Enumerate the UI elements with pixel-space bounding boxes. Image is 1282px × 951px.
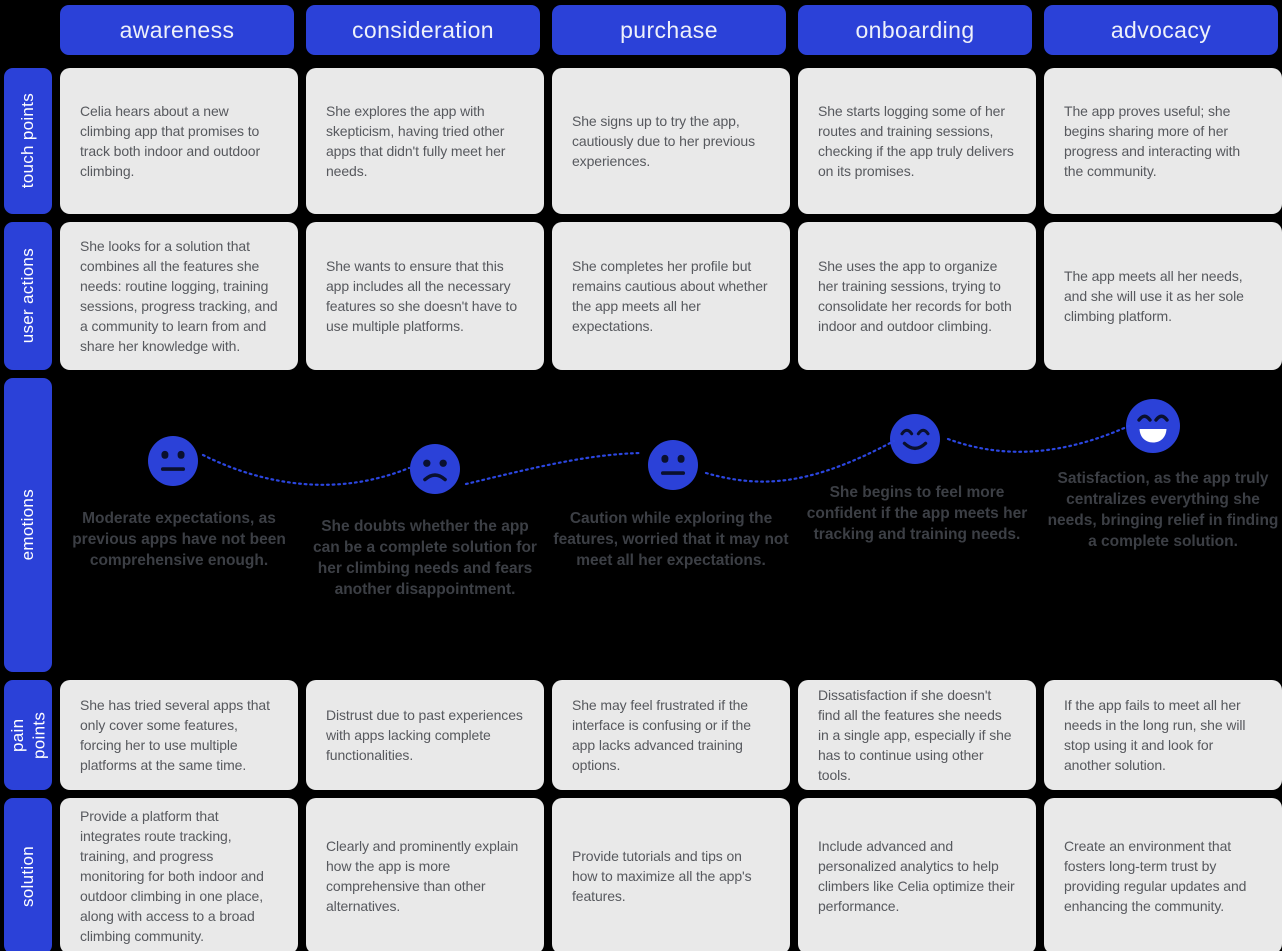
solution-card-purchase: Provide tutorials and tips on how to max… [552, 798, 790, 951]
emotion-caption: Satisfaction, as the app truly centraliz… [1047, 470, 1279, 550]
stage-label: onboarding [855, 16, 975, 43]
emotion-cell-purchase: Caution while exploring the features, wo… [552, 378, 790, 672]
emotion-cell-consideration: She doubts whether the app can be a comp… [306, 378, 544, 672]
touch-points-card-advocacy: The app proves useful; she begins sharin… [1044, 68, 1282, 214]
solution-card-consideration: Clearly and prominently explain how the … [306, 798, 544, 951]
emotion-cell-advocacy: Satisfaction, as the app truly centraliz… [1044, 378, 1282, 672]
emotion-cell-onboarding: She begins to feel more confident if the… [798, 378, 1036, 672]
touch-points-card-onboarding: She starts logging some of her routes an… [798, 68, 1036, 214]
emotion-cell-awareness: Moderate expectations, as previous apps … [60, 378, 298, 672]
user-actions-card-consideration: She wants to ensure that this app includ… [306, 222, 544, 370]
solution-card-advocacy: Create an environment that fosters long-… [1044, 798, 1282, 951]
stage-label: consideration [351, 16, 494, 43]
stage-label: awareness [119, 16, 235, 43]
stage-pill-advocacy: advocacy [1044, 5, 1278, 55]
row-label-emotions: emotions [4, 378, 52, 672]
row-label-touch-points: touch points [4, 68, 52, 214]
pain-points-card-onboarding: Dissatisfaction if she doesn't find all … [798, 680, 1036, 790]
stage-pill-purchase: purchase [552, 5, 786, 55]
pain-points-card-advocacy: If the app fails to meet all her needs i… [1044, 680, 1282, 790]
pain-points-card-awareness: She has tried several apps that only cov… [60, 680, 298, 790]
row-label-user-actions: user actions [4, 222, 52, 370]
emotion-caption: Moderate expectations, as previous apps … [72, 510, 286, 569]
smiling-face-icon [890, 414, 940, 464]
pain-points-card-purchase: She may feel frustrated if the interface… [552, 680, 790, 790]
sad-face-icon [410, 444, 460, 494]
touch-points-card-consideration: She explores the app with skepticism, ha… [306, 68, 544, 214]
touch-points-card-awareness: Celia hears about a new climbing app tha… [60, 68, 298, 214]
emotion-caption: Caution while exploring the features, wo… [553, 510, 789, 569]
stage-pill-awareness: awareness [60, 5, 294, 55]
user-actions-card-purchase: She completes her profile but remains ca… [552, 222, 790, 370]
user-actions-card-advocacy: The app meets all her needs, and she wil… [1044, 222, 1282, 370]
pain-points-card-consideration: Distrust due to past experiences with ap… [306, 680, 544, 790]
stage-pill-consideration: consideration [306, 5, 540, 55]
neutral-face-icon [148, 436, 198, 486]
grinning-face-icon [1126, 399, 1180, 453]
user-actions-card-awareness: She looks for a solution that combines a… [60, 222, 298, 370]
row-label-pain-points: pain points [4, 680, 52, 790]
emotion-caption: She doubts whether the app can be a comp… [313, 518, 537, 598]
row-label-solution: solution [4, 798, 52, 951]
solution-card-onboarding: Include advanced and personalized analyt… [798, 798, 1036, 951]
stage-pill-onboarding: onboarding [798, 5, 1032, 55]
touch-points-card-purchase: She signs up to try the app, cautiously … [552, 68, 790, 214]
stage-label: advocacy [1110, 16, 1212, 43]
header-spacer [4, 5, 52, 60]
stage-label: purchase [620, 16, 718, 43]
solution-card-awareness: Provide a platform that integrates route… [60, 798, 298, 951]
user-actions-card-onboarding: She uses the app to organize her trainin… [798, 222, 1036, 370]
neutral-face-icon [648, 440, 698, 490]
emotion-caption: She begins to feel more confident if the… [806, 484, 1028, 543]
